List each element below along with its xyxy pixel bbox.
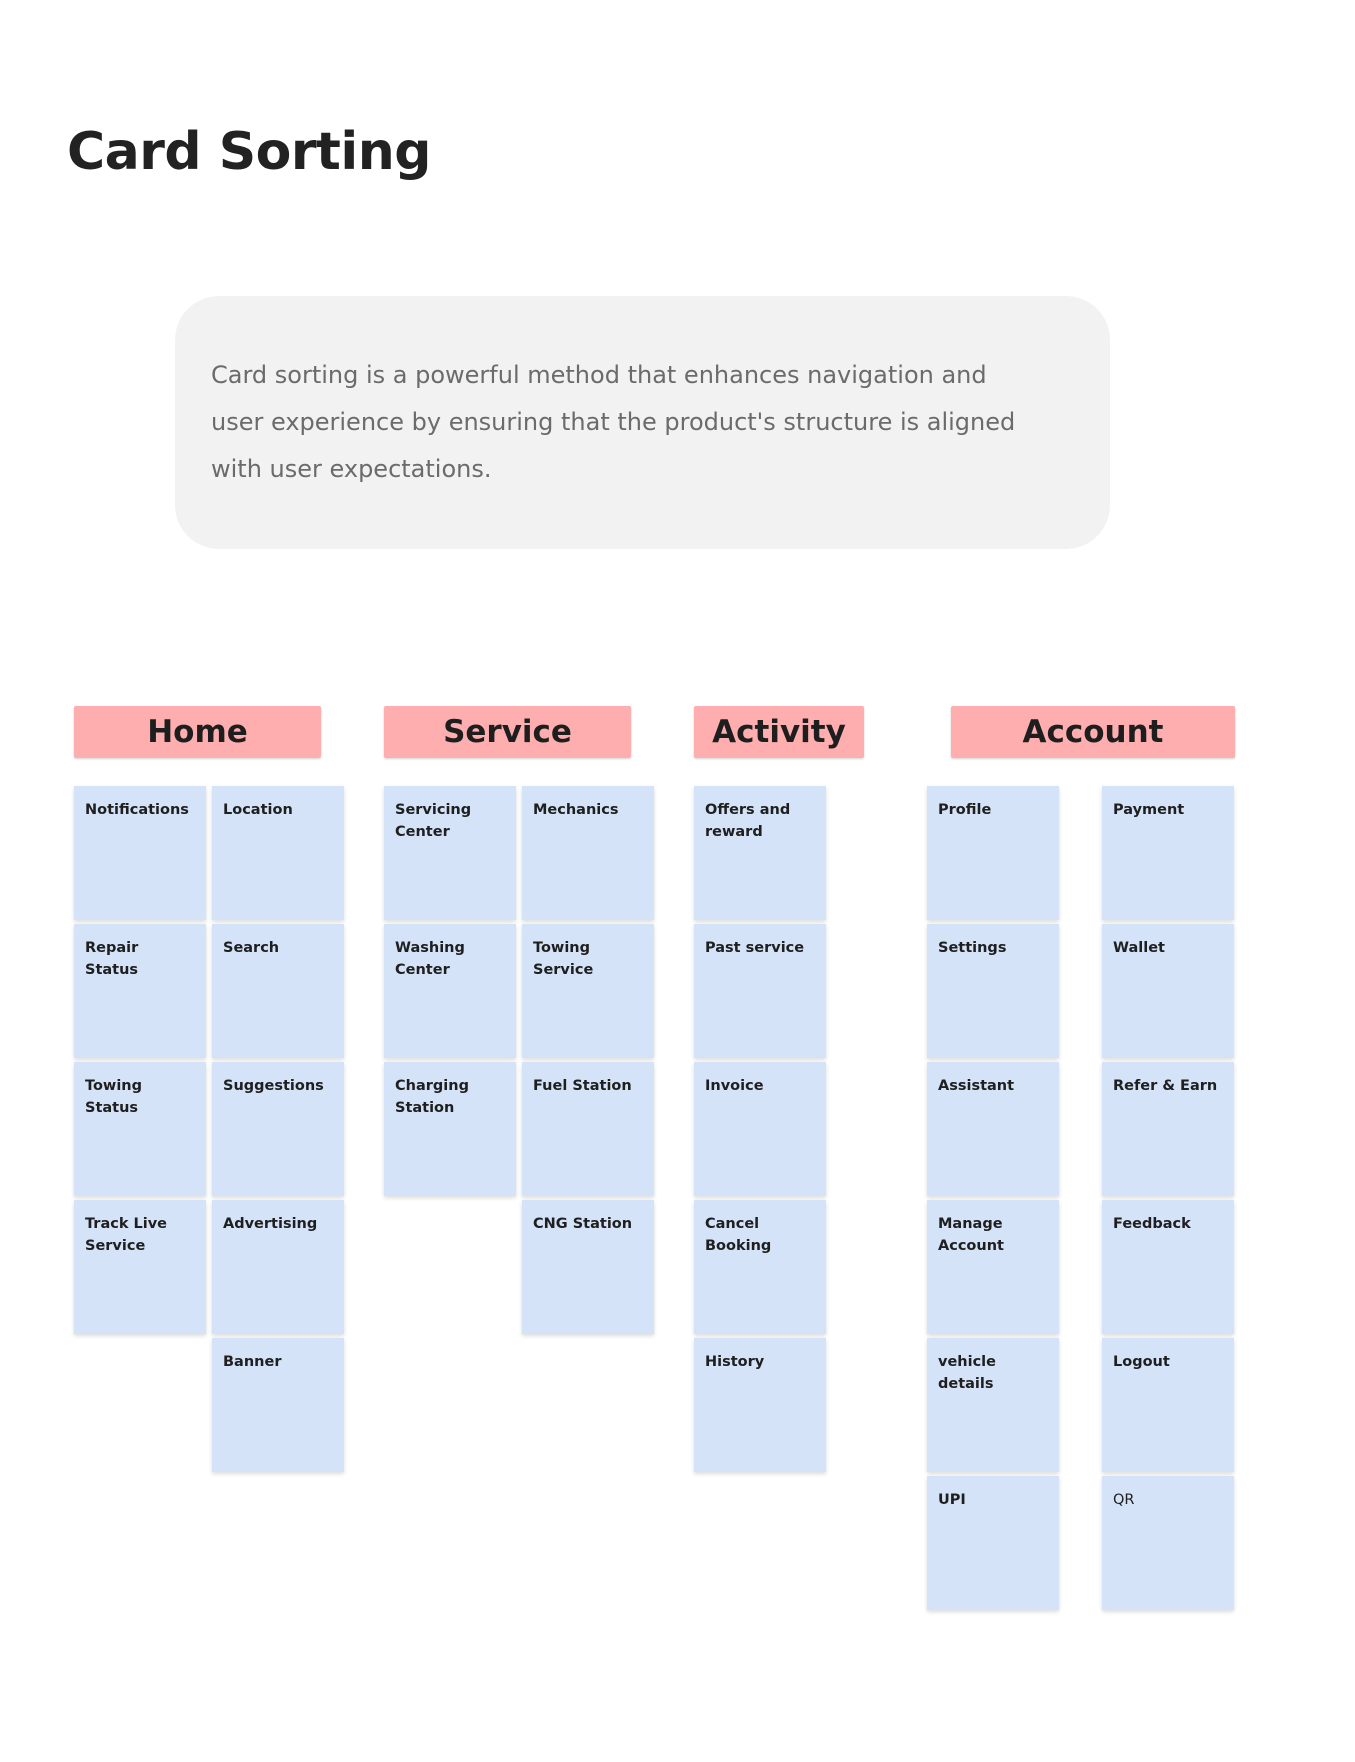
card-invoice[interactable]: Invoice — [694, 1062, 826, 1196]
card-feedback[interactable]: Feedback — [1102, 1200, 1234, 1334]
card-suggestions[interactable]: Suggestions — [212, 1062, 344, 1196]
card-manage-account[interactable]: Manage Account — [927, 1200, 1059, 1334]
card-cng-station[interactable]: CNG Station — [522, 1200, 654, 1334]
page-title: Card Sorting — [67, 122, 431, 182]
card-washing-center[interactable]: Washing Center — [384, 924, 516, 1058]
card-assistant[interactable]: Assistant — [927, 1062, 1059, 1196]
card-fuel-station[interactable]: Fuel Station — [522, 1062, 654, 1196]
card-upi[interactable]: UPI — [927, 1476, 1059, 1610]
card-towing-status[interactable]: Towing Status — [74, 1062, 206, 1196]
card-vehicle-details[interactable]: vehicle details — [927, 1338, 1059, 1472]
group-header-service: Service — [384, 706, 631, 758]
card-history[interactable]: History — [694, 1338, 826, 1472]
card-wallet[interactable]: Wallet — [1102, 924, 1234, 1058]
card-repair-status[interactable]: Repair Status — [74, 924, 206, 1058]
card-settings[interactable]: Settings — [927, 924, 1059, 1058]
card-location[interactable]: Location — [212, 786, 344, 920]
card-charging-station[interactable]: Charging Station — [384, 1062, 516, 1196]
card-mechanics[interactable]: Mechanics — [522, 786, 654, 920]
intro-text: Card sorting is a powerful method that e… — [211, 361, 1016, 483]
card-banner[interactable]: Banner — [212, 1338, 344, 1472]
card-logout[interactable]: Logout — [1102, 1338, 1234, 1472]
card-towing-service[interactable]: Towing Service — [522, 924, 654, 1058]
card-advertising[interactable]: Advertising — [212, 1200, 344, 1334]
group-header-account: Account — [951, 706, 1235, 758]
card-refer-and-earn[interactable]: Refer & Earn — [1102, 1062, 1234, 1196]
group-header-home: Home — [74, 706, 321, 758]
card-search[interactable]: Search — [212, 924, 344, 1058]
card-cancel-booking[interactable]: Cancel Booking — [694, 1200, 826, 1334]
card-notifications[interactable]: Notifications — [74, 786, 206, 920]
card-past-service[interactable]: Past service — [694, 924, 826, 1058]
card-servicing-center[interactable]: Servicing Center — [384, 786, 516, 920]
card-profile[interactable]: Profile — [927, 786, 1059, 920]
card-track-live-service[interactable]: Track Live Service — [74, 1200, 206, 1334]
group-header-activity: Activity — [694, 706, 864, 758]
card-payment[interactable]: Payment — [1102, 786, 1234, 920]
card-offers-and-reward[interactable]: Offers and reward — [694, 786, 826, 920]
intro-box: Card sorting is a powerful method that e… — [175, 296, 1110, 549]
card-qr[interactable]: QR — [1102, 1476, 1234, 1610]
